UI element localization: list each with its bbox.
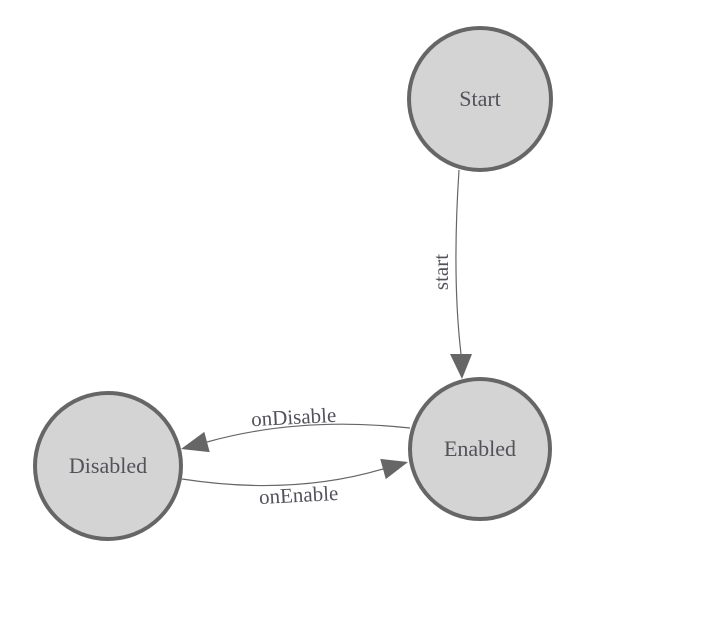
edge-line-onenable (181, 468, 384, 487)
state-label-disabled: Disabled (69, 453, 147, 478)
arrowhead-down-icon (450, 354, 472, 379)
arrowhead-right-icon (380, 458, 408, 480)
transition-edge-onenable: onEnable (181, 458, 408, 509)
edge-label-start: start (429, 254, 453, 290)
edge-line-ondisable (206, 423, 411, 443)
state-circle (407, 26, 553, 172)
transition-edge-ondisable: onDisable (181, 403, 411, 453)
state-circle (33, 391, 183, 541)
arrowhead-left-icon (181, 431, 210, 453)
edge-label-onenable: onEnable (258, 481, 338, 509)
state-circle (408, 377, 552, 521)
state-node-start[interactable]: Start (407, 26, 553, 172)
state-label-start: Start (459, 86, 501, 111)
edge-line-start (455, 169, 462, 355)
state-node-disabled[interactable]: Disabled (33, 391, 183, 541)
state-node-enabled[interactable]: Enabled (408, 377, 552, 521)
transition-edge-start: start (429, 169, 472, 379)
state-label-enabled: Enabled (444, 436, 516, 461)
edge-label-ondisable: onDisable (250, 403, 336, 431)
